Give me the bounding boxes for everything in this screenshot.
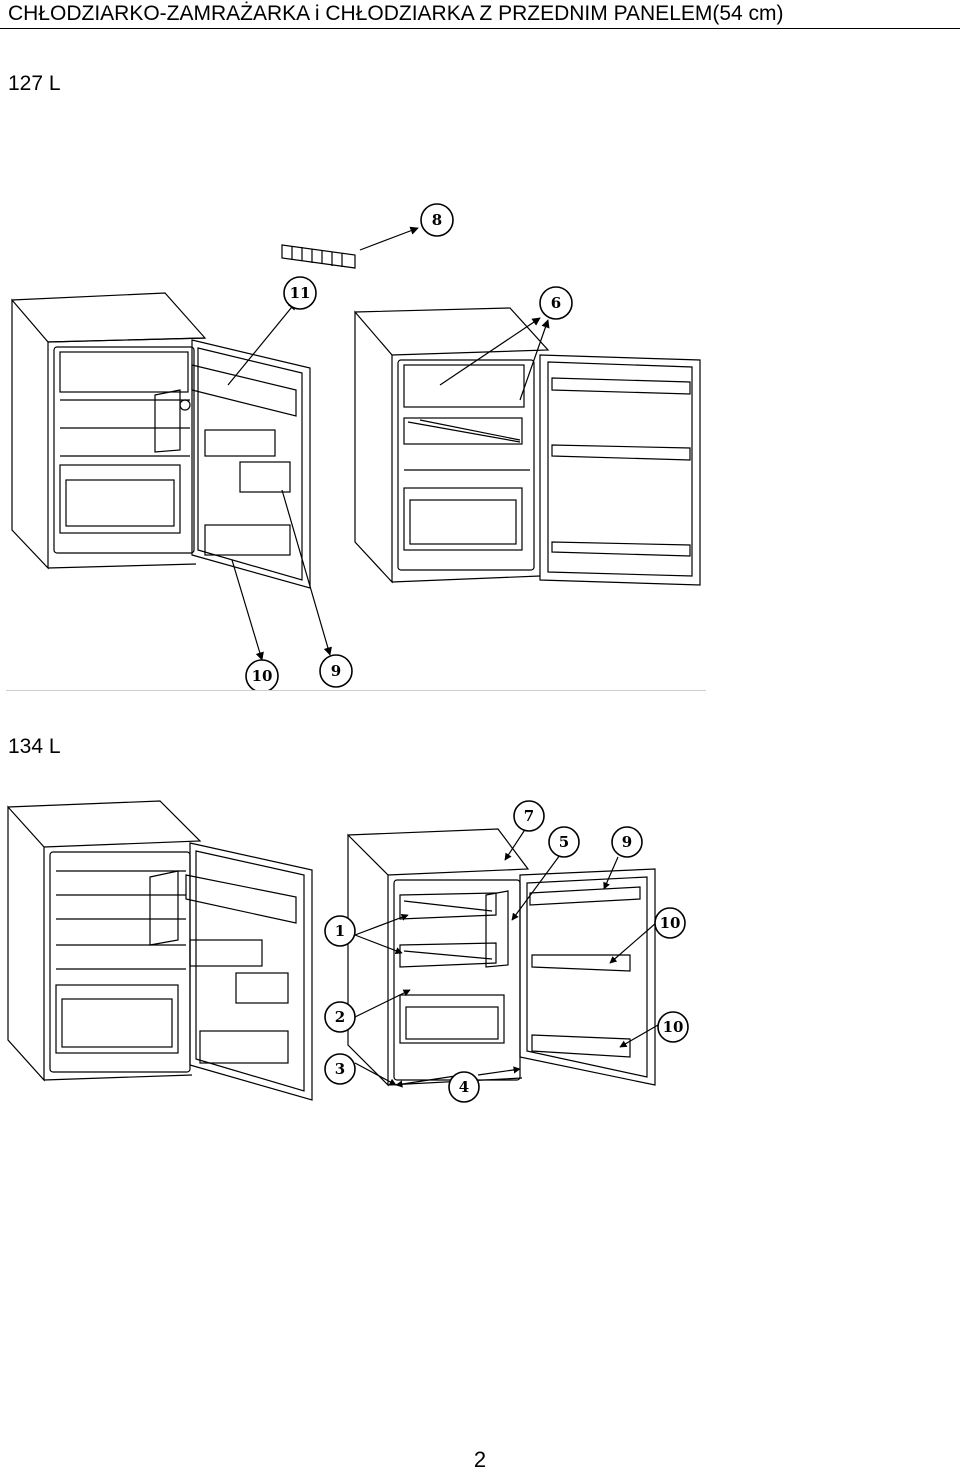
callout-9: 9 <box>622 833 632 851</box>
page-number-text: 2 <box>473 1447 487 1472</box>
figure-127l: 8 11 6 10 9 <box>0 190 720 690</box>
page-number: 2 <box>0 1447 960 1473</box>
callout-5: 5 <box>559 833 569 851</box>
section-label-127: 127 L <box>8 72 61 95</box>
callout-11: 11 <box>290 284 311 302</box>
callout-10: 10 <box>252 667 273 685</box>
callout-8: 8 <box>432 211 442 229</box>
page-title: CHŁODZIARKO-ZAMRAŻARKA i CHŁODZIARKA Z P… <box>8 2 784 25</box>
callout-9: 9 <box>331 662 341 680</box>
fridge-left-134-drawing <box>7 800 313 1101</box>
callout-1: 1 <box>335 922 345 940</box>
figure-134l: 7 5 9 1 10 2 10 3 4 <box>0 795 720 1115</box>
section-divider <box>6 690 706 691</box>
fridge-right-134-drawing <box>347 828 656 1087</box>
header-divider <box>0 28 960 29</box>
callout-10-upper: 10 <box>660 914 681 932</box>
callout-4: 4 <box>459 1078 469 1096</box>
callout-10-lower: 10 <box>663 1018 684 1036</box>
fridge-left-drawing <box>11 292 311 589</box>
callout-3: 3 <box>335 1060 345 1078</box>
fridge-right-drawing <box>354 307 701 586</box>
callout-2: 2 <box>335 1008 345 1026</box>
ice-tray-drawing <box>281 244 356 269</box>
callout-7: 7 <box>524 807 534 825</box>
section-label-134: 134 L <box>8 735 61 758</box>
callout-6: 6 <box>551 294 561 312</box>
